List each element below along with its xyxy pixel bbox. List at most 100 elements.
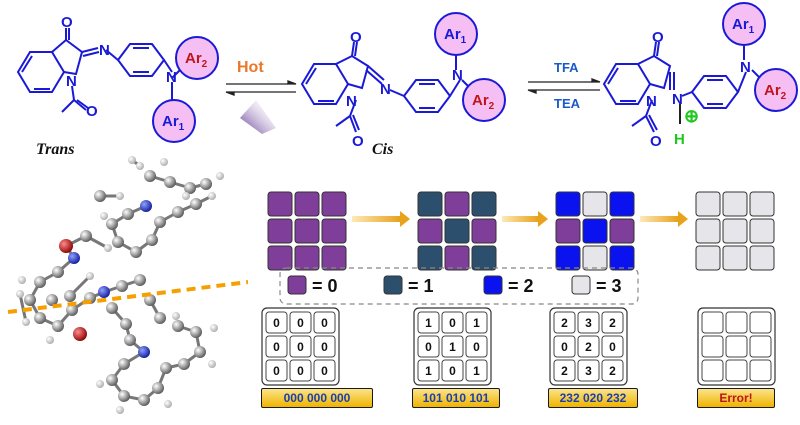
trans-amine-n: N [166, 69, 177, 86]
digit-grid-2-value: 2 [585, 340, 592, 354]
atom-c [134, 274, 146, 286]
digit-grid-2-value: 2 [609, 316, 616, 330]
digit-grid-2-cell [577, 311, 600, 334]
legend-swatch-1 [383, 275, 403, 295]
atom-c [172, 206, 184, 218]
trans-ar1-circle [152, 99, 196, 143]
digit-grid-1-cell [417, 359, 440, 382]
atom-c [154, 216, 166, 228]
trans-ring-n: N [66, 73, 77, 90]
grid-3-cell [749, 245, 775, 271]
prot-ar2-label: Ar2 [764, 82, 787, 102]
atom-c [94, 190, 106, 202]
plus-charge-icon: ⊕ [684, 106, 699, 126]
atom-c [160, 362, 172, 374]
cis-ar1-label: Ar1 [444, 26, 467, 46]
grid-3-cell [722, 191, 748, 217]
atom-c [106, 218, 118, 230]
atom-h [210, 324, 218, 332]
digit-grid-0-cell [265, 359, 288, 382]
trans-acetyl-o: O [86, 103, 98, 120]
grid-3-cell [722, 245, 748, 271]
atom-c [122, 208, 134, 220]
digit-grid-1-value: 1 [473, 316, 480, 330]
digit-grid-2-cell [553, 311, 576, 334]
cis-ar2-circle [462, 78, 506, 122]
digit-grid-0-cell [313, 335, 336, 358]
digit-grid-3-cell [701, 359, 724, 382]
atom-h [160, 158, 168, 166]
protonated-atom-labels: O N N N O [646, 29, 751, 150]
atom-n [138, 346, 150, 358]
grid-0-cell [267, 245, 293, 271]
prot-acetyl-o: O [650, 133, 662, 150]
digit-grid-0-value: 0 [321, 364, 328, 378]
atom-h [100, 212, 108, 220]
atom-h [16, 290, 24, 298]
state-legend: = 0= 1= 2= 3 [287, 275, 622, 296]
digit-grid-3-cell [725, 311, 748, 334]
grid-3-cell [749, 191, 775, 217]
digit-grid-1-value: 1 [449, 340, 456, 354]
atom-h [208, 192, 216, 200]
digit-grid-0-value: 0 [273, 364, 280, 378]
digit-grid-3-cell [749, 335, 772, 358]
digit-grid-0-cell [265, 311, 288, 334]
atom-h [164, 400, 172, 408]
digit-grid-2-cell [577, 359, 600, 382]
atom-c [66, 304, 78, 316]
atom-c [106, 302, 118, 314]
digit-grid-0-value: 0 [321, 340, 328, 354]
transition-arrow-0 [352, 216, 400, 222]
atom-c [138, 394, 150, 406]
grid-1-cell [444, 245, 470, 271]
digit-grid-0-value: 0 [273, 316, 280, 330]
atom-c [124, 334, 136, 346]
digit-grid-2-cell [601, 359, 624, 382]
atom-c [184, 182, 196, 194]
grid-3-cell [749, 218, 775, 244]
trans-ar1-label: Ar1 [162, 113, 185, 133]
atom-c [52, 266, 64, 278]
grid-2-cell [609, 245, 635, 271]
grid-0-cell [321, 191, 347, 217]
grid-2-cell [555, 245, 581, 271]
digit-grid-3-cell [725, 335, 748, 358]
digit-grid-2-cell [601, 335, 624, 358]
atom-c [112, 236, 124, 248]
prot-ring-n: N [646, 93, 657, 110]
grid-2-cell [609, 218, 635, 244]
cis-atom-labels: O N N N O [346, 29, 463, 150]
digit-grid-2-cell [553, 359, 576, 382]
atom-c [106, 374, 118, 386]
digit-grid-3-cell [701, 311, 724, 334]
atom-c [144, 170, 156, 182]
trans-structure [16, 28, 185, 113]
code-bar-2: 232 020 232 [548, 388, 638, 408]
digit-grid-1-value: 0 [449, 316, 456, 330]
transition-arrowhead-0 [400, 211, 410, 227]
digit-grid-2-cell [601, 311, 624, 334]
digit-grid-2-value: 3 [585, 316, 592, 330]
digit-grid-2-value: 2 [609, 364, 616, 378]
atom-c [120, 318, 132, 330]
cis-ring-n: N [346, 93, 357, 110]
acid-base-arrows [527, 78, 601, 94]
atom-c [24, 294, 36, 306]
grid-0-cell [267, 218, 293, 244]
grid-2-cell [582, 191, 608, 217]
prot-ar2-circle [754, 68, 798, 112]
cis-acetyl-o: O [352, 133, 364, 150]
cis-amine-n: N [452, 67, 463, 84]
atom-h [128, 156, 136, 164]
grid-1-cell [471, 218, 497, 244]
cis-ar1-circle [434, 12, 478, 56]
grid-2-cell [555, 191, 581, 217]
cis-imine-n: N [380, 81, 391, 98]
atom-c [178, 358, 190, 370]
atom-h [22, 318, 30, 326]
atom-h [208, 360, 216, 368]
atom-c [190, 198, 202, 210]
grid-3-cell [695, 191, 721, 217]
